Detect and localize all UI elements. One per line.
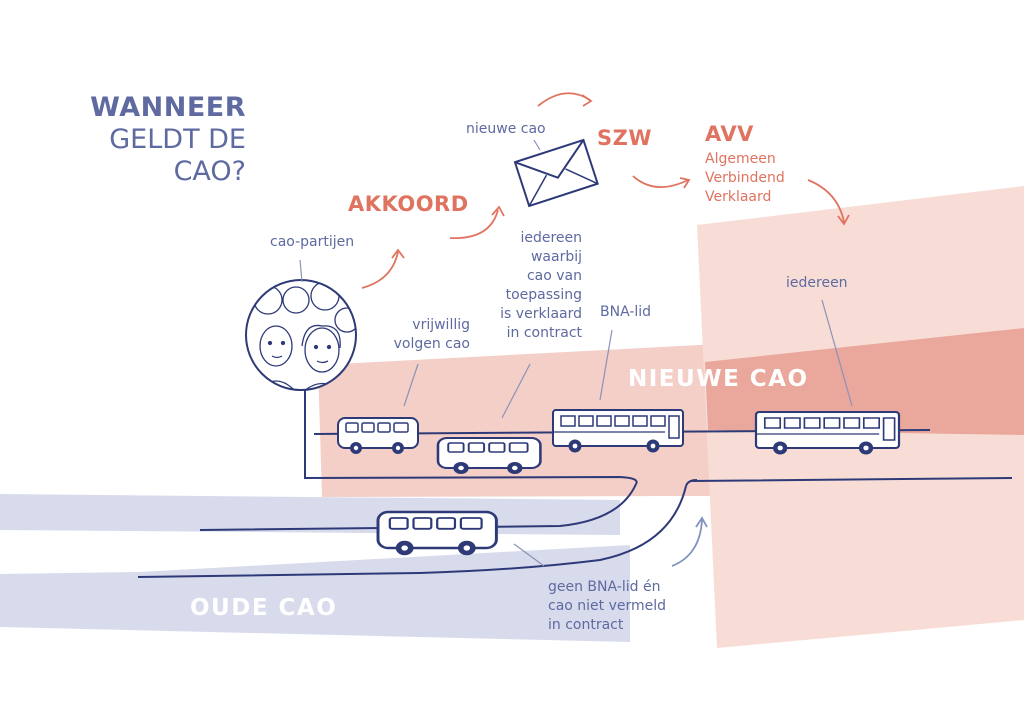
label-vrijwillig: vrijwillig volgen cao bbox=[393, 317, 470, 352]
pointer-lines bbox=[299, 139, 853, 567]
step-szw: SZW bbox=[597, 126, 653, 150]
flow-arrows bbox=[361, 92, 850, 289]
old-cao-zone-lower bbox=[0, 545, 630, 642]
bus-icon-voluntary bbox=[337, 417, 419, 455]
label-iedereen-verklaard: iedereen waarbij cao van toepassing is v… bbox=[500, 230, 582, 341]
step-akkoord: AKKOORD bbox=[348, 192, 469, 216]
envelope-icon bbox=[513, 138, 599, 208]
zone-label-nieuwe-cao: NIEUWE CAO bbox=[628, 366, 809, 392]
label-geen-bna: geen BNA-lid én cao niet vermeld in cont… bbox=[548, 579, 667, 633]
title-line-1: WANNEER bbox=[90, 92, 246, 123]
step-avv: AVV bbox=[705, 122, 754, 146]
road-new-bottom bbox=[304, 410, 638, 485]
bus-icon-everyone bbox=[754, 410, 901, 456]
title-line-3: CAO? bbox=[173, 156, 246, 187]
label-nieuwe-cao-document: nieuwe cao bbox=[466, 121, 546, 137]
bus-icon-bna bbox=[552, 409, 684, 454]
people-icon bbox=[245, 279, 357, 391]
road-right-bottom bbox=[685, 477, 1013, 487]
zone-label-oude-cao: OUDE CAO bbox=[190, 595, 338, 621]
bus-icon-old bbox=[376, 510, 498, 557]
title-line-2: GELDT DE bbox=[109, 124, 246, 155]
road-curve-left bbox=[199, 483, 637, 531]
return-arrow bbox=[671, 516, 708, 567]
new-cao-band bbox=[705, 328, 1024, 435]
bus-icon-contract bbox=[436, 436, 542, 476]
label-iedereen: iedereen bbox=[786, 275, 848, 291]
avv-full-name: Algemeen Verbindend Verklaard bbox=[705, 151, 785, 205]
label-bna-lid: BNA-lid bbox=[600, 304, 652, 320]
label-cao-partijen: cao-partijen bbox=[270, 234, 355, 250]
road-curve-right bbox=[137, 485, 687, 578]
